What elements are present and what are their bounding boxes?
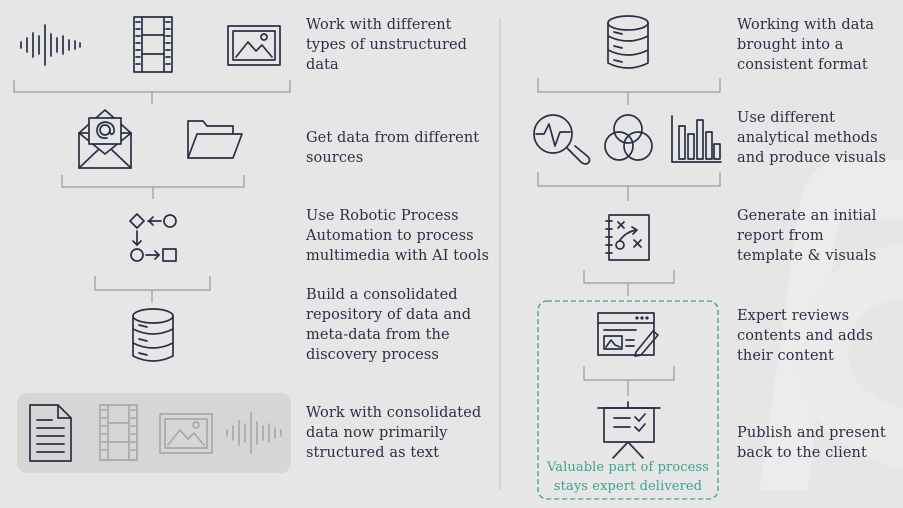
left-step-2-text: Get data from different sources [306,130,480,166]
right-step-5-text: Publish and present back to the client [737,425,886,461]
report-notebook-icon [605,214,650,261]
brace-3 [94,276,211,303]
presentation-board-icon [597,401,661,459]
review-window-icon [597,312,659,357]
database-icon [607,15,649,69]
database-icon [132,308,174,362]
folder-icon [187,120,243,159]
document-icon [29,404,72,462]
brace-r2 [537,172,721,201]
waveform-icon [20,24,81,66]
brace-r4 [583,366,675,396]
brace-1 [13,80,291,104]
rpa-flow-icon [129,213,177,262]
watermark-logo-icon [760,160,903,490]
film-strip-icon [133,16,173,73]
waveform-faded-icon [226,412,282,454]
expert-note: Valuable part of process stays expert de… [546,460,710,494]
brace-r3 [583,270,675,296]
venn-diagram-icon [604,114,653,161]
image-faded-icon [159,413,213,454]
right-step-3-text: Generate an initial report from template… [737,208,877,264]
bar-chart-icon [671,115,722,163]
left-step-3-text: Use Robotic Process Automation to proces… [306,208,490,264]
left-step-1-text: Work with different types of unstructure… [306,17,468,73]
brace-2 [61,175,245,199]
right-step-1-text: Working with data brought into a consist… [737,17,875,73]
image-icon [227,25,281,66]
magnifier-chart-icon [533,114,591,165]
brace-r1 [537,78,721,105]
right-step-4-text: Expert reviews contents and adds their c… [737,308,874,364]
right-step-2-text: Use different analytical methods and pro… [737,110,886,166]
left-step-5-text: Work with consolidated data now primaril… [306,405,482,461]
film-strip-faded-icon [99,404,138,461]
structured-data-panel [17,393,291,473]
expert-delivered-box [537,300,719,500]
email-icon [78,109,132,169]
left-step-4-text: Build a consolidated repository of data … [306,287,472,363]
